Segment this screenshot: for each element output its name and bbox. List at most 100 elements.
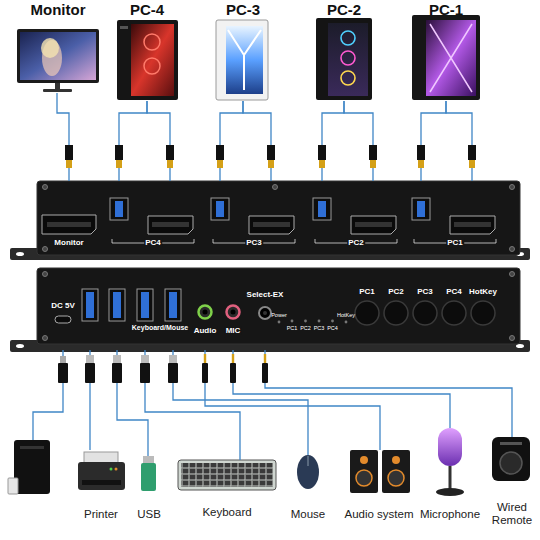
remote-jack (259, 307, 271, 319)
port-node: Select-EX (244, 290, 287, 350)
cable-connector (119, 101, 147, 181)
node-label: Keyboard (202, 506, 251, 519)
cable-connector (205, 350, 380, 450)
speaker-picture (388, 470, 404, 486)
cable-connector (344, 101, 373, 181)
usb-socket (86, 292, 94, 318)
displayport-socket (42, 215, 96, 234)
node-label: PC-2 (327, 1, 361, 18)
pc-tower (341, 31, 355, 45)
node-label: Audio (193, 326, 218, 335)
mouse-picture (297, 455, 319, 489)
keyboard-picture (178, 460, 276, 490)
node-label: Audio system (344, 508, 413, 521)
cable-plug (268, 160, 274, 168)
cable-plug (169, 355, 177, 363)
audio-jack (199, 306, 212, 319)
microphone-picture (436, 488, 464, 496)
push-button (355, 301, 495, 325)
usb-stick-picture (141, 463, 156, 491)
rear-panel (37, 268, 520, 344)
cable-plug (202, 363, 208, 383)
cable-plug (267, 145, 275, 160)
led-indicator (304, 320, 307, 323)
led-label: PC1 (287, 325, 298, 331)
pc-tower (117, 20, 178, 100)
node-label: PC-1 (429, 1, 463, 18)
monitor-picture (17, 29, 99, 92)
front-panel (43, 185, 48, 190)
usb-socket (412, 198, 430, 220)
usb-socket (137, 289, 153, 321)
button-label: PC3 (417, 287, 433, 296)
microphone-picture (438, 428, 462, 466)
displayport-socket (47, 222, 91, 227)
mic-jack (231, 310, 236, 315)
led-label: Power (271, 312, 287, 318)
port-node: PC2 (311, 181, 398, 251)
push-button (384, 301, 408, 325)
printer-picture (84, 452, 118, 463)
port-node: MIC (220, 302, 246, 350)
device-node: USB (135, 456, 163, 522)
keyboard-picture (181, 463, 273, 487)
rear-panel (10, 268, 530, 352)
node-label: Monitor (53, 238, 84, 247)
pc-tower (341, 71, 355, 85)
usb-socket (115, 201, 123, 217)
monitor-picture (41, 38, 59, 58)
push-button (355, 301, 379, 325)
port-node: DC 5V (45, 300, 81, 328)
usb-c-socket (55, 316, 71, 323)
rear-panel (43, 336, 48, 341)
cable-plug (58, 363, 68, 383)
cable-plug (65, 145, 476, 168)
led-indicator (318, 320, 321, 323)
usb-socket (313, 198, 331, 220)
rear-panel (43, 272, 48, 277)
cable-plug (86, 355, 94, 363)
usb-socket (110, 198, 128, 220)
node-label: PC3 (245, 238, 263, 247)
node-label: PC4 (144, 238, 162, 247)
push-button (471, 301, 495, 325)
front-panel (273, 185, 278, 190)
monitor-picture (43, 89, 72, 92)
pc-tower (341, 51, 355, 65)
button-label: HotKey (469, 287, 497, 296)
node-label: PC-4 (130, 1, 164, 18)
device-node: Keyboard (177, 460, 277, 520)
port-node: PC1 (410, 181, 497, 251)
speaker-picture (350, 450, 378, 493)
usb-socket (216, 201, 224, 217)
port-node: Monitor (40, 181, 98, 251)
wired-remote-picture (492, 437, 530, 481)
device-node: Monitor (15, 1, 101, 93)
cable-connector (233, 350, 450, 428)
push-button (413, 301, 437, 325)
node-label: Select-EX (246, 290, 285, 299)
cable-plug (469, 160, 475, 168)
usb-socket (211, 198, 229, 220)
push-button (442, 301, 466, 325)
speaker-picture (382, 450, 410, 493)
led-label: PC4 (327, 325, 338, 331)
usb-socket (169, 292, 177, 318)
remote-jack (263, 311, 267, 315)
cable-connector (243, 101, 271, 181)
led-label: PC3 (314, 325, 325, 331)
printer-picture (110, 468, 113, 471)
cable-connector (421, 101, 446, 181)
cable-plug (168, 363, 178, 383)
printer-picture (78, 452, 125, 490)
cable-plug (468, 145, 476, 160)
audio-jack (203, 310, 208, 315)
led-indicator (291, 320, 294, 323)
cable-plug (115, 145, 123, 160)
usb-socket (82, 289, 98, 321)
usb-c-socket (55, 316, 71, 323)
power-adapter (8, 478, 18, 494)
